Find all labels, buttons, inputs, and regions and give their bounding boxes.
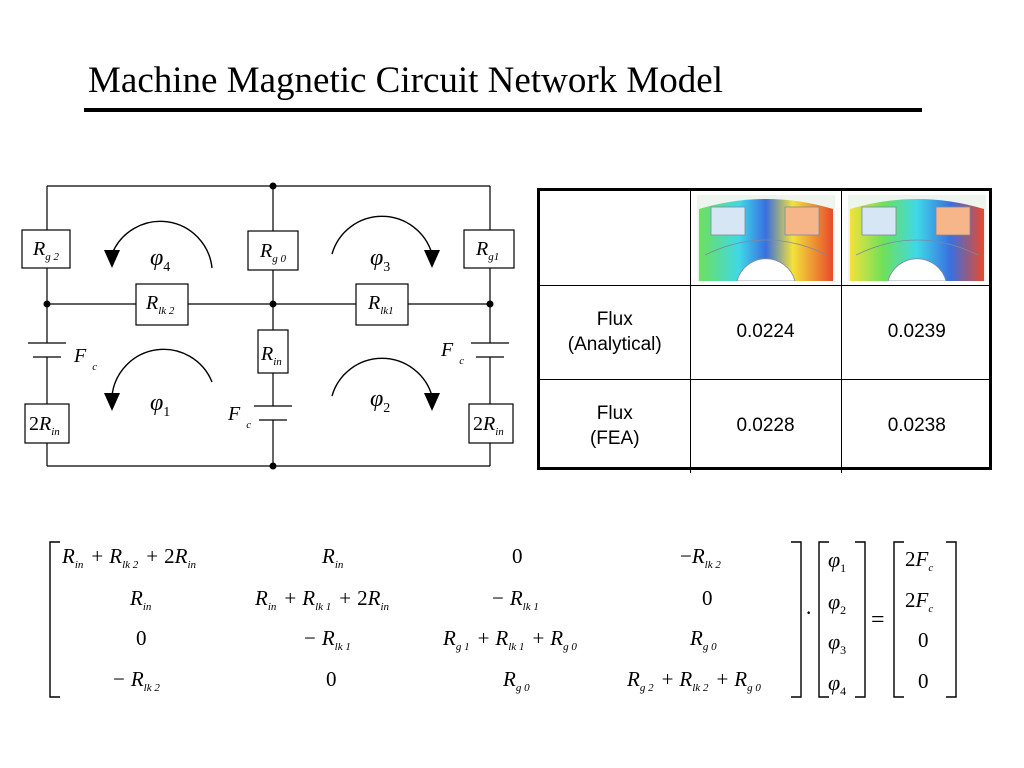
table-header-row	[540, 191, 992, 286]
rhs-4: 0	[918, 669, 929, 693]
label-phi4: φ4	[150, 245, 170, 275]
label-rg2: Rg 2	[32, 238, 59, 263]
row-label-analytical: Flux (Analytical)	[540, 284, 691, 380]
m11: Rin+Rlk 2+2Rin	[61, 544, 196, 571]
junction-top	[269, 182, 277, 190]
flux-comparison-table: Flux (Analytical) 0.0224 0.0239 Flux (FE…	[537, 188, 992, 473]
m31: 0	[136, 626, 147, 650]
label-2rin-right: 2Rin	[473, 413, 504, 438]
table-row: Flux (FEA) 0.0228 0.0238	[540, 378, 992, 473]
resistor-rg2-box	[21, 229, 71, 269]
junction-center	[269, 300, 277, 308]
equals-sign: =	[871, 607, 885, 633]
field-plot-image-2	[847, 194, 986, 281]
m22: Rin+Rlk 1+2Rin	[254, 586, 389, 613]
vec-phi2: φ2	[828, 589, 846, 617]
label-phi3: φ3	[370, 245, 390, 275]
multiply-dot: ·	[805, 600, 812, 625]
rhs-1: 2Fc	[905, 547, 933, 574]
resistor-2rin-left-box	[24, 403, 70, 444]
vec-phi4: φ4	[828, 670, 846, 698]
cell-fea-1: 0.0228	[689, 378, 842, 473]
junction-right	[486, 300, 494, 308]
flux-arrow-3	[424, 250, 440, 268]
field-plot-fea-cell	[840, 191, 992, 286]
resistor-2rin-right-box	[468, 403, 514, 444]
title-underline	[84, 108, 922, 112]
m12: Rin	[321, 544, 344, 571]
resistor-rlk1-box	[355, 283, 409, 326]
table-corner-cell	[540, 191, 691, 286]
matrix-right-bracket	[791, 541, 802, 698]
vec-phi3: φ3	[828, 629, 846, 657]
flux-arrow-4	[104, 250, 120, 268]
cell-analytical-2: 0.0239	[840, 284, 992, 380]
label-2rin-left: 2Rin	[29, 413, 60, 438]
m42: 0	[326, 667, 337, 691]
m21: Rin	[129, 586, 152, 613]
m14: −Rlk 2	[680, 544, 721, 571]
junction-bottom	[269, 462, 277, 470]
vector-right-bracket	[855, 541, 866, 698]
m32: −Rlk 1	[304, 626, 351, 653]
cell-analytical-1: 0.0224	[689, 284, 842, 380]
m13: 0	[512, 544, 523, 568]
vector-left-bracket	[818, 541, 829, 698]
resistor-rg0-box	[247, 230, 299, 271]
field-plot-analytical-cell	[689, 191, 842, 286]
rhs-3: 0	[918, 628, 929, 652]
label-rg0: Rg 0	[259, 240, 286, 265]
flux-arc-2	[331, 357, 433, 397]
m34: Rg 0	[689, 626, 717, 653]
flux-arc-4	[111, 220, 213, 269]
flux-arrow-2	[424, 393, 440, 411]
slide-title: Machine Magnetic Circuit Network Model	[88, 60, 723, 101]
flux-arc-3	[331, 215, 433, 255]
label-phi2: φ2	[370, 386, 390, 416]
resistor-rg1-box	[463, 229, 515, 269]
m44: Rg 2+Rlk 2+Rg 0	[626, 667, 761, 694]
rhs-left-bracket	[893, 541, 904, 698]
magnetic-circuit-diagram: Rg 2 Rg 0 Rg1 Rlk 2 Rlk1 Rin 2Rin 2Rin F…	[21, 182, 515, 470]
matrix-left-bracket	[49, 541, 60, 698]
junction-left	[43, 300, 51, 308]
m23: −Rlk 1	[492, 586, 539, 613]
rhs-2: 2Fc	[905, 588, 933, 615]
rhs-right-bracket	[946, 541, 957, 698]
label-rlk2: Rlk 2	[145, 292, 175, 317]
field-plot-image-1	[696, 194, 835, 281]
label-phi1: φ1	[150, 390, 170, 420]
label-rin: Rin	[260, 343, 282, 368]
label-rlk1: Rlk1	[367, 292, 394, 317]
m41: −Rlk 2	[113, 667, 160, 694]
label-rg1: Rg1	[475, 238, 499, 263]
m43: Rg 0	[502, 667, 530, 694]
m33: Rg 1+Rlk 1+Rg 0	[442, 626, 577, 653]
vec-phi1: φ1	[828, 547, 846, 575]
m24: 0	[702, 586, 713, 610]
flux-arrow-1	[104, 393, 120, 411]
flux-arc-1	[111, 348, 213, 397]
cell-fea-2: 0.0238	[840, 378, 992, 473]
resistor-rin-box	[257, 329, 289, 374]
resistor-rlk2-box	[135, 283, 189, 326]
table-row: Flux (Analytical) 0.0224 0.0239	[540, 284, 992, 380]
